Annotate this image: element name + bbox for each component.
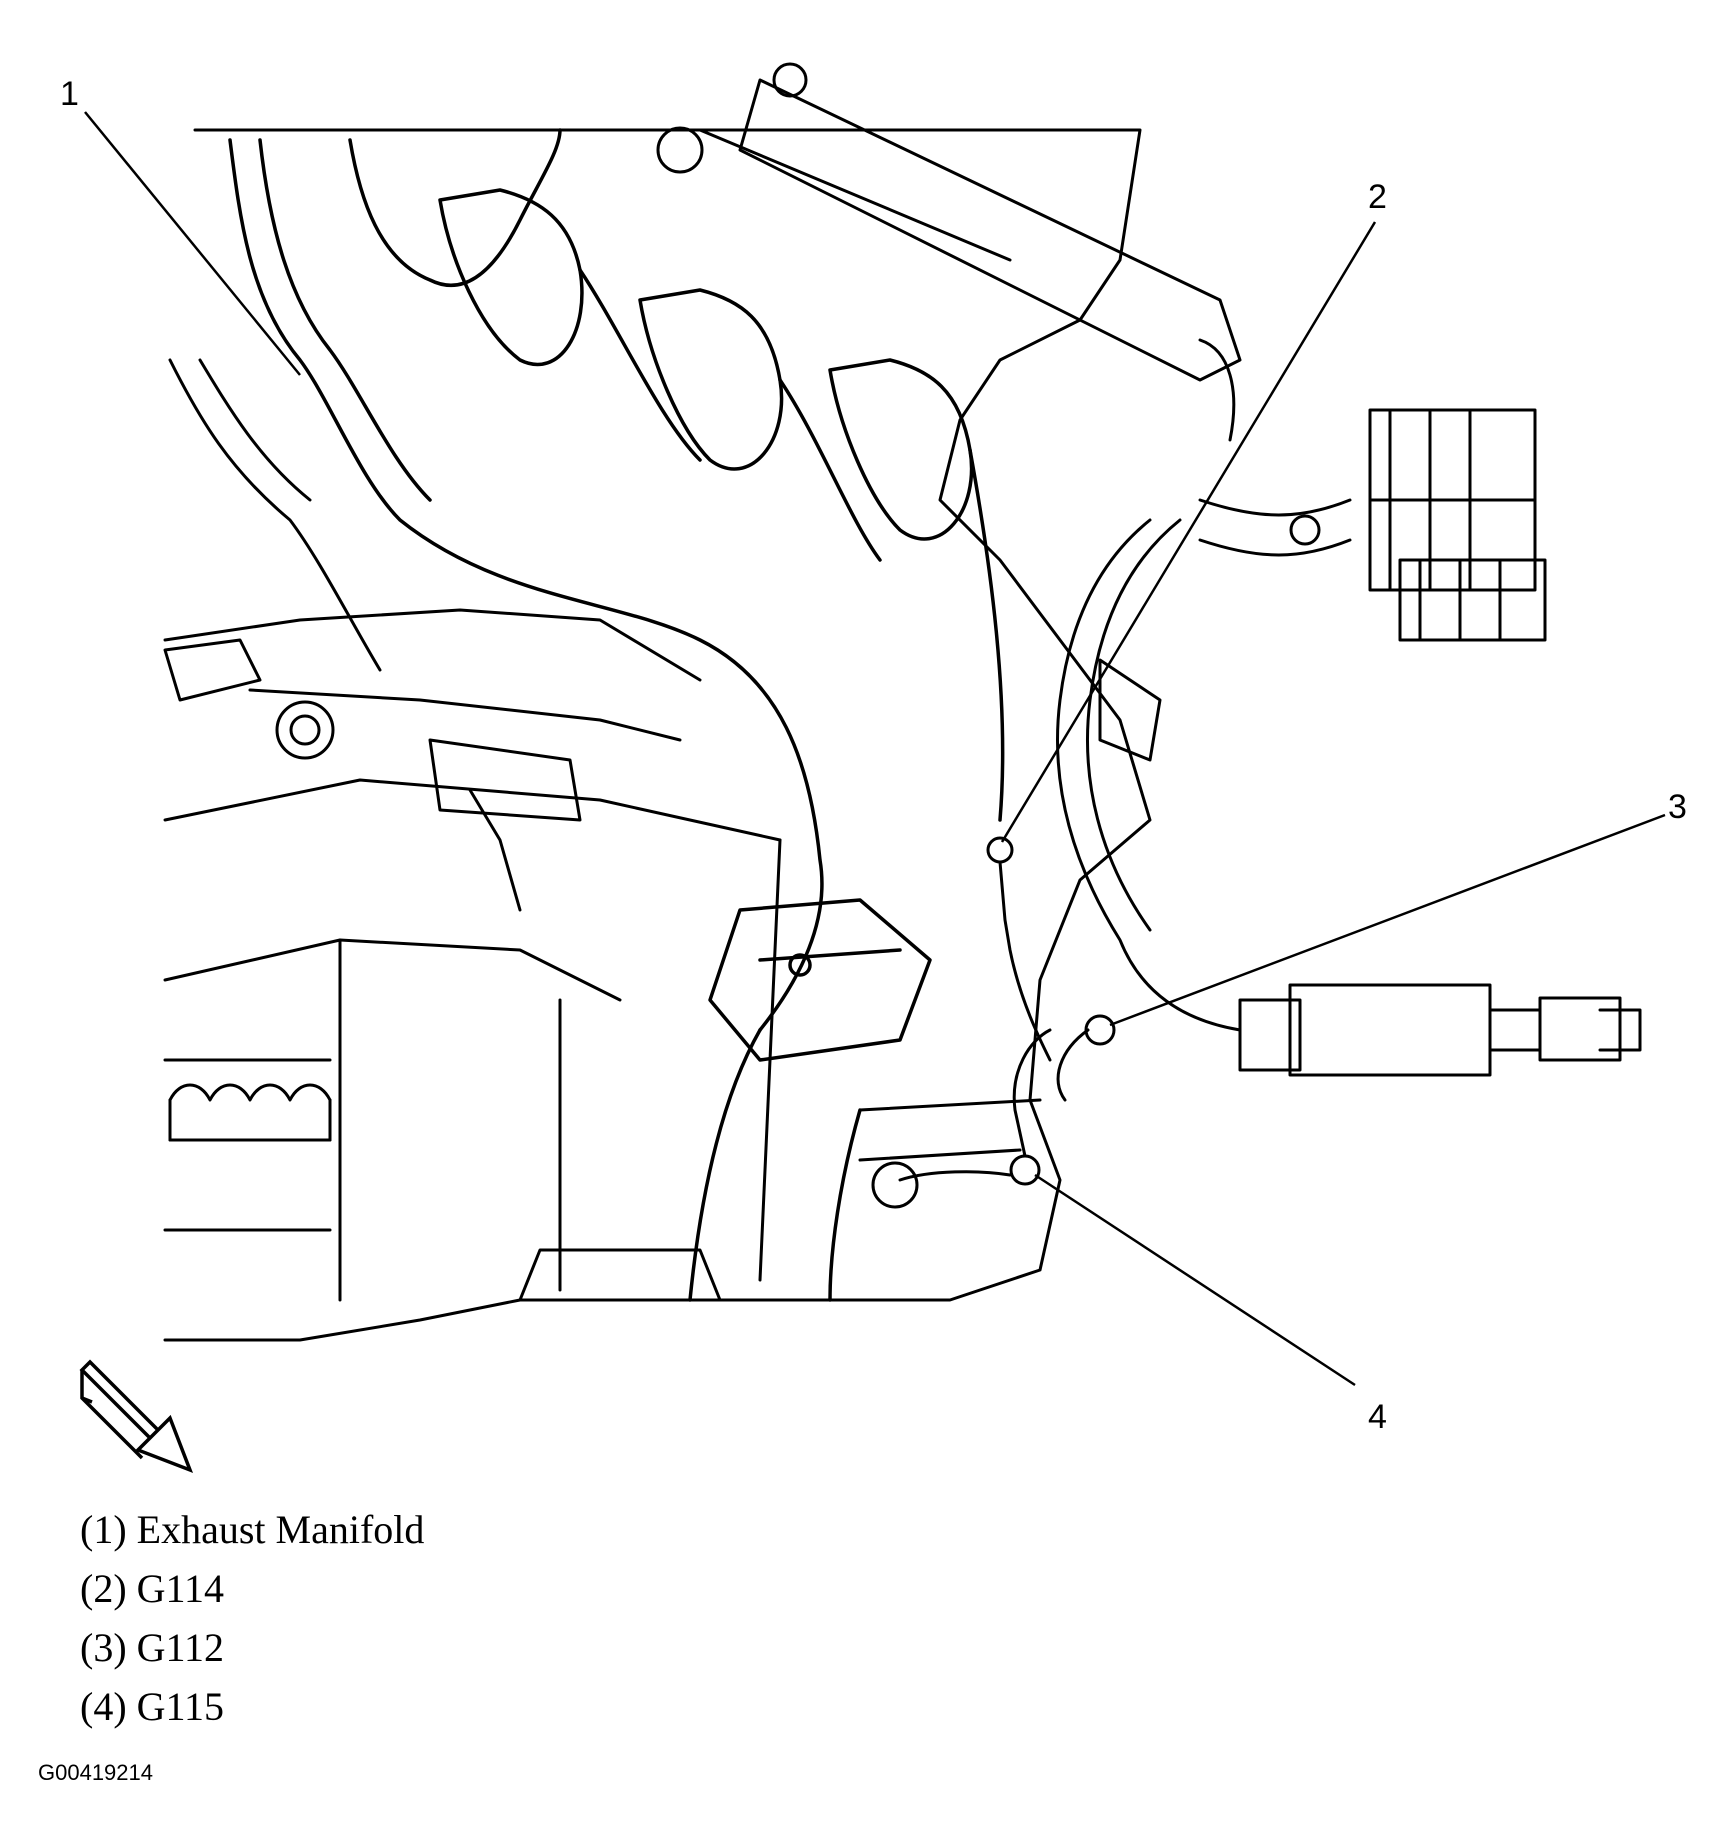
- wiring-harness: [1056, 338, 1642, 1077]
- legend-key: (4): [80, 1684, 127, 1729]
- engine-block: [163, 128, 1152, 1342]
- legend-text: G115: [136, 1684, 225, 1729]
- legend-key: (3): [80, 1625, 127, 1670]
- ground-strap-g114: [986, 836, 1052, 1062]
- legend-item-3: (3) G112: [80, 1618, 424, 1677]
- figure-id: G00419214: [38, 1760, 153, 1785]
- leader-line-4: [1034, 1173, 1356, 1387]
- fuel-rail: [656, 62, 1242, 382]
- callout-number-4: 4: [1368, 1398, 1387, 1436]
- leader-line-2: [1000, 221, 1377, 843]
- legend-item-4: (4) G115: [80, 1677, 424, 1736]
- legend-key: (2): [80, 1566, 127, 1611]
- callout-number-2: 2: [1368, 178, 1387, 216]
- legend-item-1: (1) Exhaust Manifold: [80, 1500, 424, 1559]
- legend-key: (1): [80, 1507, 127, 1552]
- legend: (1) Exhaust Manifold (2) G114 (3) G112 (…: [80, 1500, 424, 1736]
- leader-line-3: [1109, 813, 1666, 1027]
- legend-item-2: (2) G114: [80, 1559, 424, 1618]
- exhaust-manifold: [228, 128, 1005, 1302]
- ground-strap-g115: [871, 1028, 1052, 1209]
- callout-number-1: 1: [60, 75, 79, 113]
- left-components: [163, 358, 682, 1142]
- ground-strap-g112: [1056, 1014, 1116, 1102]
- legend-text: G114: [136, 1566, 225, 1611]
- direction-arrow-icon: [79, 1359, 194, 1474]
- leader-line-1: [84, 111, 301, 376]
- callout-number-3: 3: [1668, 788, 1687, 826]
- legend-text: Exhaust Manifold: [136, 1507, 425, 1552]
- legend-text: G112: [136, 1625, 225, 1670]
